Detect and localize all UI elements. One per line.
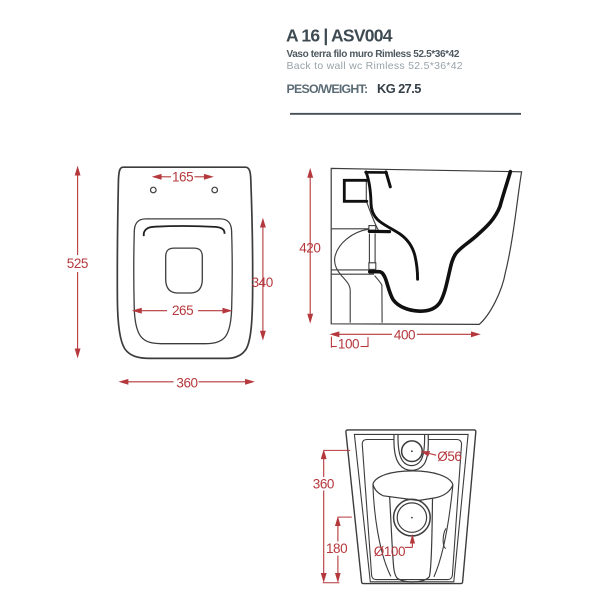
svg-text:KG 27.5: KG 27.5	[377, 81, 421, 96]
svg-text:A 16 | ASV004: A 16 | ASV004	[286, 25, 393, 45]
svg-text:265: 265	[172, 303, 193, 318]
svg-text:180: 180	[326, 541, 347, 556]
svg-text:Ø100: Ø100	[374, 544, 405, 559]
svg-text:Ø56: Ø56	[437, 449, 461, 464]
svg-text:Back to wall wc Rimless 52.5: Back to wall wc Rimless 52.5*36*42	[287, 60, 463, 72]
svg-text:360: 360	[313, 476, 334, 491]
svg-text:340: 340	[252, 275, 273, 290]
svg-text:360: 360	[176, 375, 197, 390]
svg-text:Vaso terra filo muro Rimless: Vaso terra filo muro Rimless 52.5*36*42	[287, 49, 460, 60]
svg-text:525: 525	[67, 256, 88, 271]
svg-text:100: 100	[338, 336, 359, 351]
svg-text:165: 165	[172, 169, 193, 184]
svg-text:PESO/WEIGHT:: PESO/WEIGHT:	[287, 82, 368, 96]
svg-text:400: 400	[394, 327, 415, 342]
svg-text:420: 420	[299, 240, 320, 255]
